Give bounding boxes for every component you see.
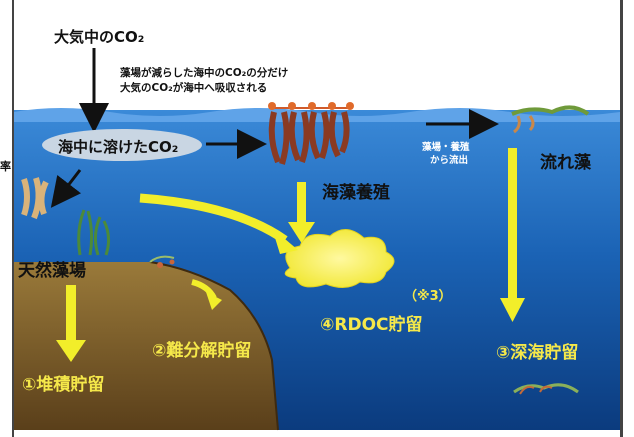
natural-seaweed-bed-label: 天然藻場 (18, 260, 86, 281)
dissolved-co2-label: 海中に溶けたCO₂ (58, 138, 178, 156)
deep-sea-storage-label: ③深海貯留 (496, 342, 578, 363)
frame-right-border (620, 0, 623, 437)
seaweed-farming-label: 海藻養殖 (322, 182, 390, 203)
deep-sea-seaweed-illustration (513, 383, 579, 395)
seaweed-farm-illustration (268, 102, 354, 165)
absorption-note-line2: 大気のCO₂が海中へ吸収される (120, 81, 267, 94)
sky-background (14, 0, 622, 118)
edge-fragment-char: 率 (0, 159, 11, 173)
outflow-note-line1: 藻場・養殖 (422, 141, 470, 153)
drifting-seaweed-label: 流れ藻 (540, 152, 592, 173)
frame-left-border (12, 0, 14, 437)
footnote-ref-label: （※3） (404, 288, 452, 304)
sea-surface-wave (14, 108, 620, 122)
flow-arrows (50, 48, 499, 208)
sediment-storage-label: ①堆積貯留 (22, 374, 104, 395)
outflow-note-line2: から流出 (430, 154, 468, 166)
absorption-note-line1: 藻場が減らした海中のCO₂の分だけ (120, 66, 288, 79)
storage-arrows (56, 148, 525, 362)
atmosphere-co2-label: 大気中のCO₂ (54, 28, 144, 46)
natural-seaweed-illustration (21, 177, 175, 268)
dissolved-co2-cloud (42, 129, 202, 161)
shelf-edge (149, 261, 279, 431)
drifting-seaweed-illustration (511, 105, 590, 134)
rdoc-storage-label: ④RDOC貯留 (320, 314, 423, 335)
refractory-storage-label: ②難分解貯留 (152, 340, 251, 361)
rdoc-cloud (284, 229, 395, 288)
